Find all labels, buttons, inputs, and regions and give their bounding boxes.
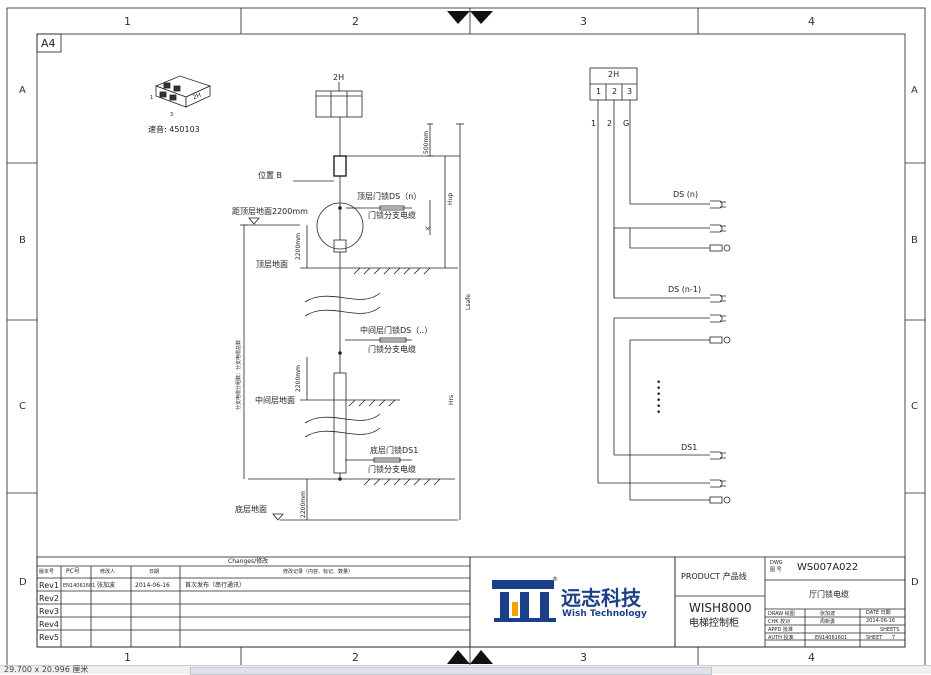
dwg-label: DWG [770, 560, 783, 566]
changes-row-rev: Rev1 [39, 581, 59, 590]
zone-row-c-left: C [19, 401, 26, 412]
changes-row-rev: Rev5 [39, 633, 59, 642]
zone-col-4-top: 4 [808, 15, 815, 28]
drawing-title: 厅门锁电缆 [809, 590, 849, 599]
wire-2-label: 2 [607, 119, 613, 128]
part-pin1: 1 [150, 95, 154, 101]
date-label: DATE 日期 [866, 610, 891, 616]
top-floor-lock-label: 顶层门锁DS（n） [357, 192, 422, 201]
changes-header-by: 修改人 [100, 569, 116, 575]
ds-continuation-dots: • • • • • • [656, 378, 662, 418]
changes-row-rev: Rev2 [39, 594, 59, 603]
ds1-label: DS1 [681, 443, 698, 452]
changes-row-date: 2014-06-16 [135, 582, 170, 589]
auth-label: AUTH 授准 [768, 635, 794, 641]
dim-500-label: 500mm [423, 130, 430, 154]
chk-by: 周新勇 [820, 619, 836, 625]
zone-col-3-top: 3 [580, 15, 587, 28]
zone-row-a-left: A [19, 85, 26, 96]
dim-2200-bottom-label: 2200mm [300, 491, 307, 518]
changes-header-date: 日期 [149, 569, 160, 575]
zone-row-b-left: B [19, 235, 26, 246]
connector-label-middle: 2H [333, 73, 345, 82]
top-floor-label: 顶层地面 [256, 260, 288, 269]
zone-col-1-top: 1 [124, 15, 131, 28]
draw-label: DRAW 绘图 [768, 611, 795, 617]
zone-row-a-right: A [911, 85, 918, 96]
hrs-label: Hrs [448, 394, 455, 405]
hup-label: Hup [447, 192, 454, 205]
product-name: WISH8000 [689, 601, 752, 615]
company-name-english: Wish Technology [562, 609, 647, 619]
chk-label: CHK 校对 [768, 619, 791, 625]
zone-col-2-bottom: 2 [352, 651, 359, 664]
part-caption: 速音: 450103 [148, 125, 200, 134]
sheet-size-label: A4 [41, 37, 56, 50]
sheet-label: SHEET [866, 635, 883, 641]
appd-label: APPD 批准 [768, 627, 793, 633]
registered-mark: ® [552, 576, 558, 583]
zone-row-c-right: C [911, 401, 918, 412]
sheet-number: 7 [892, 635, 896, 641]
changes-header-note: 修改记录（内容、标记、数量） [283, 569, 354, 575]
changes-row-by: 张加波 [97, 582, 116, 589]
part-pin3: 3 [170, 112, 174, 118]
position-b-label: 位置 B [258, 171, 283, 180]
ds-n-label: DS (n) [673, 190, 699, 199]
top-branch-cable-label: 门锁分支电缆 [368, 211, 416, 220]
wire-1-label: 1 [591, 119, 597, 128]
connector-label-right: 2H [608, 70, 620, 79]
zone-row-d-right: D [911, 577, 919, 588]
dwg-number: WS007A022 [797, 562, 859, 573]
vertical-note-label: 分支电缆分组数：分支电缆总数 [236, 339, 242, 410]
changes-row-pc: EN14061601 [63, 583, 96, 589]
product-label: PRODUCT 产品线 [681, 572, 747, 581]
bottom-floor-label: 底层地面 [235, 505, 267, 514]
product-name-cn: 电梯控制柜 [689, 618, 739, 629]
zone-col-1-bottom: 1 [124, 651, 131, 664]
dist-top-label: 距顶层地面2200mm [232, 207, 308, 216]
connector-pin-1: 1 [596, 87, 602, 96]
changes-row-rev: Rev4 [39, 620, 59, 629]
connector-pin-2: 2 [612, 87, 618, 96]
mid-lock-label: 中间层门锁DS（..） [360, 326, 433, 335]
mid-branch-cable-label: 门锁分支电缆 [368, 345, 416, 354]
lsafe-label: Lsafe [465, 294, 472, 310]
company-name: 远志科技 [561, 586, 641, 610]
connector-pin-3: 3 [627, 87, 633, 96]
page-dimensions: 29.700 x 20.996 厘米 [4, 665, 89, 674]
zone-row-b-right: B [911, 235, 918, 246]
changes-row-rev: Rev3 [39, 607, 59, 616]
draw-by: 张加波 [820, 611, 836, 617]
zone-row-d-left: D [19, 577, 27, 588]
auth-value: EN14061601 [815, 635, 848, 641]
changes-row-note: 首次发布（串行通讯） [185, 582, 246, 589]
bottom-branch-cable-label: 门锁分支电缆 [368, 465, 416, 474]
dim-2200-top-label: 2200mm [295, 233, 302, 260]
zone-col-3-bottom: 3 [580, 651, 587, 664]
zone-col-4-bottom: 4 [808, 651, 815, 664]
date-value: 2014-06-16 [866, 618, 896, 624]
zone-col-2-top: 2 [352, 15, 359, 28]
k-label: K [425, 226, 432, 230]
changes-title: Changes/修改 [228, 558, 269, 565]
dim-2200-mid-label: 2200mm [295, 365, 302, 392]
horizontal-scrollbar[interactable] [190, 667, 712, 675]
ds-n1-label: DS (n-1) [668, 285, 702, 294]
bottom-lock-label: 底层门锁DS1 [370, 446, 419, 455]
changes-header-pc: PC号 [66, 568, 80, 575]
dwg-sub-label: 图 号 [770, 567, 782, 573]
wire-g-label: G [623, 119, 630, 128]
mid-floor-label: 中间层地面 [255, 396, 295, 405]
changes-header-rev: 版本号 [39, 569, 55, 575]
sheets-label: SHEETS [880, 627, 900, 633]
